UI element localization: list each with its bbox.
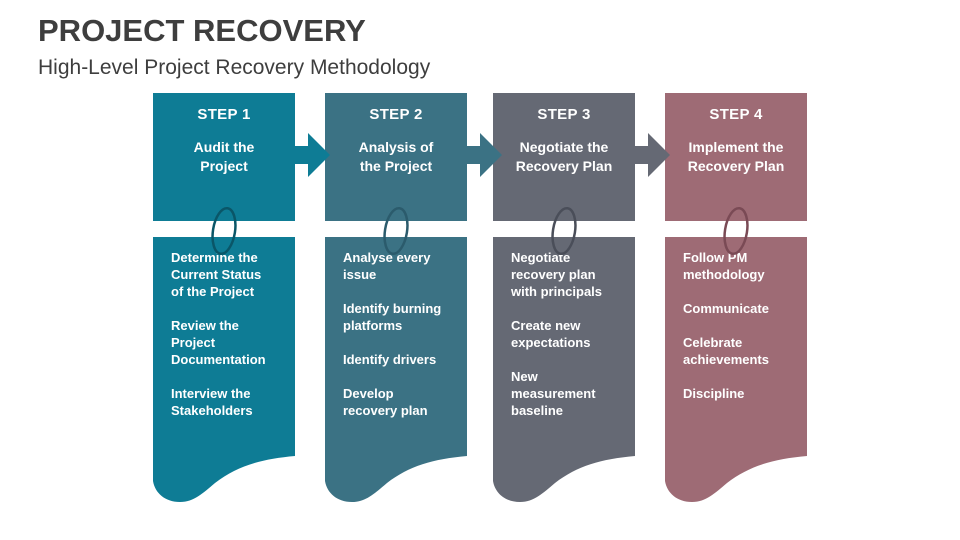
detail-items: Determine the Current Status of the Proj…	[153, 237, 295, 455]
detail-item: Create new expectations	[511, 318, 591, 350]
step-column: STEP 3 Negotiate the Recovery Plan Negot…	[493, 93, 670, 502]
detail-item: Identify burning platforms	[343, 301, 442, 333]
step-column: STEP 1 Audit the Project Determine the C…	[153, 93, 330, 502]
step-label: STEP 1	[197, 106, 251, 123]
step-header-box: STEP 4 Implement the Recovery Plan	[665, 93, 807, 221]
step-title: Analysis of the Project	[358, 139, 434, 174]
detail-item: Communicate	[683, 301, 769, 316]
detail-item: Determine the Current Status of the Proj…	[171, 250, 262, 299]
page-title: PROJECT RECOVERY	[38, 13, 366, 48]
step-column: STEP 4 Implement the Recovery Plan Follo…	[665, 93, 807, 502]
step-title: Negotiate the Recovery Plan	[515, 139, 613, 174]
step-header-box: STEP 2 Analysis of the Project	[325, 93, 467, 221]
detail-item: Follow PM methodology	[683, 250, 765, 282]
detail-item: Negotiate recovery plan with principals	[511, 250, 603, 299]
wave-bottom-edge	[153, 455, 295, 502]
detail-item: Identify drivers	[343, 352, 437, 367]
detail-item: Discipline	[683, 386, 745, 401]
step-header-box: STEP 3 Negotiate the Recovery Plan	[493, 93, 635, 221]
step-label: STEP 2	[369, 106, 423, 123]
detail-item: Analyse every issue	[343, 250, 431, 282]
step-column: STEP 2 Analysis of the Project Analyse e…	[325, 93, 502, 502]
wave-bottom-edge	[493, 455, 635, 502]
arrow-right-icon	[632, 133, 670, 177]
connector-ring-icon	[211, 206, 237, 256]
step-title: Implement the Recovery Plan	[687, 139, 785, 174]
connector-ring-icon	[723, 206, 749, 256]
connector-ring-icon	[551, 206, 577, 256]
step-header-box: STEP 1 Audit the Project	[153, 93, 295, 221]
connector-ring-icon	[383, 206, 409, 256]
step-title: Audit the Project	[193, 139, 255, 174]
arrow-right-icon	[292, 133, 330, 177]
detail-item: Interview the Stakeholders	[171, 386, 253, 418]
wave-bottom-edge	[665, 455, 807, 502]
page-subtitle: High-Level Project Recovery Methodology	[38, 56, 431, 79]
step-detail-box: Determine the Current Status of the Proj…	[153, 237, 295, 502]
wave-bottom-edge	[325, 455, 467, 502]
detail-item: Celebrate achievements	[683, 335, 769, 367]
step-label: STEP 3	[537, 106, 591, 123]
detail-item: Review the Project Documentation	[171, 318, 266, 367]
detail-item: New measurement baseline	[511, 369, 596, 418]
step-label: STEP 4	[709, 106, 763, 123]
arrow-right-icon	[464, 133, 502, 177]
detail-item: Develop recovery plan	[343, 386, 428, 418]
